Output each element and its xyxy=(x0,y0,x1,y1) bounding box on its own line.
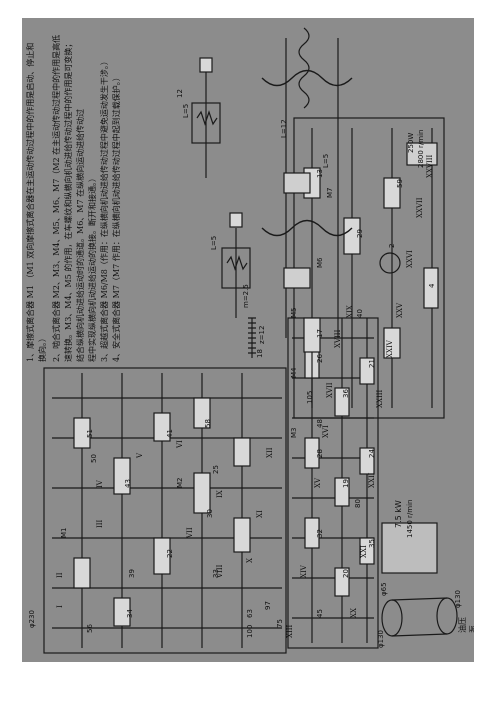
motor-box xyxy=(381,522,438,574)
shaft-roman-label: XVII xyxy=(326,382,334,398)
tooth-count-label: 28 xyxy=(316,449,324,458)
tooth-count-label: 50 xyxy=(90,454,98,463)
tooth-count-label: 25 xyxy=(212,465,220,474)
shaft-roman-label: XXVI xyxy=(406,250,414,268)
tooth-count-label: 24 xyxy=(368,449,376,458)
tooth-count-label: 41 xyxy=(166,429,174,438)
clutch-label: M2 xyxy=(176,478,184,489)
notes-block: 1、摩擦式离合器 M1 （M1 双向摩擦式离合器在主运动传动过程中的作用是启动、… xyxy=(22,18,496,470)
shaft-roman-label: XXI xyxy=(360,545,368,558)
tooth-count-label: 19 xyxy=(342,479,350,488)
note-4: 4、安全式离合器 M7（M7 作用：在纵横向机动进给传动过程中起到过载保护。） xyxy=(112,73,121,362)
shaft-roman-label: XV xyxy=(314,477,322,488)
tooth-count-label: 12 xyxy=(176,89,184,98)
tooth-count-label: 75 xyxy=(276,619,284,628)
shaft-roman-label: XVI xyxy=(322,425,330,438)
tooth-count-label: 2 xyxy=(388,244,396,248)
shaft-roman-label: IV xyxy=(96,479,104,488)
tooth-count-label: 63 xyxy=(246,609,254,618)
tooth-count-label: 43 xyxy=(124,479,132,488)
note-2: 2、啮合式离合器 M2、M3、M4、M5、M6、M7（M2 在主运动传动过程中的… xyxy=(52,34,61,362)
tooth-count-label: 39 xyxy=(128,569,136,578)
tooth-count-label: 45 xyxy=(316,609,324,618)
diagram-page: 56 51 43 50 34 39 22 30 41 58 63 100 75 97 25 33 26 28 32 3… xyxy=(22,18,474,662)
tooth-count-label: 33 xyxy=(212,569,220,578)
clutch-label: M3 xyxy=(290,428,298,439)
shaft-roman-label: XXVIII xyxy=(426,154,434,178)
transmission-diagram: 56 51 43 50 34 39 22 30 41 58 63 100 75 97 25 33 26 28 32 3… xyxy=(43,27,458,654)
tooth-count-label: 34 xyxy=(126,609,134,618)
tooth-count-label: 22 xyxy=(166,549,174,558)
tooth-count-label: 17 xyxy=(316,329,324,338)
shaft-roman-label: XXIV xyxy=(386,339,394,358)
shaft-roman-label: VII xyxy=(186,527,194,539)
clutch-label: M7 xyxy=(326,188,334,199)
shaft-roman-label: XIII xyxy=(286,624,294,638)
shaft-roman-label: III xyxy=(96,519,104,528)
shaft-roman-label: XX xyxy=(350,608,358,618)
tooth-count-label: 105 xyxy=(306,391,314,404)
tooth-count-label: 21 xyxy=(368,359,376,368)
shaft-roman-label: X xyxy=(246,558,254,563)
tooth-count-label: 51 xyxy=(86,429,94,438)
tooth-count-label: 97 xyxy=(264,601,272,610)
tooth-count-label: 48 xyxy=(316,419,324,428)
note-2d: 程中实现纵横向机动进给运动的换接。断开和接通。） xyxy=(88,174,97,362)
clutch-label: M1 xyxy=(60,528,68,539)
note-3: 3、超越式离合器 M6/M8（作用：在纵横向机动进给传动过程中避免运动发生干涉。… xyxy=(100,57,109,362)
shaft-roman-label: XXIII xyxy=(376,390,384,408)
shaft-roman-label: XIV xyxy=(300,564,308,578)
tooth-count-label: 4 xyxy=(428,283,436,288)
tooth-count-label: 30 xyxy=(206,509,214,518)
note-1: 1、摩擦式离合器 M1 （M1 双向摩擦式离合器在主运动传动过程中的作用是启动、… xyxy=(26,42,35,362)
tooth-count-label: 40 xyxy=(356,309,364,318)
tooth-count-label: 32 xyxy=(316,529,324,538)
shaft-roman-label: V xyxy=(136,452,144,459)
tooth-count-label: 59 xyxy=(396,179,404,188)
tooth-count-label: 20 xyxy=(342,569,350,578)
tooth-count-label: 36 xyxy=(342,389,350,398)
shaft-roman-label: XI xyxy=(256,510,264,518)
shaft-roman-label: XII xyxy=(266,447,274,458)
note-1b: 换向。） xyxy=(38,334,47,362)
shaft-roman-label: XVIII xyxy=(334,329,342,348)
tooth-count-label: 13 xyxy=(316,169,324,178)
shaft-roman-label: VI xyxy=(176,440,184,449)
clutch-label: M6 xyxy=(316,257,324,268)
shaft-roman-label: II xyxy=(56,572,64,578)
shaft-roman-label: XXV xyxy=(396,302,404,318)
tooth-count-label: 29 xyxy=(356,229,364,238)
tooth-count-label: 56 xyxy=(86,624,94,633)
shaft-roman-label: IX xyxy=(216,490,224,498)
shaft-roman-label: VIII xyxy=(216,564,224,579)
tooth-count-label: 100 xyxy=(246,625,254,638)
tooth-count-label: 26 xyxy=(316,354,324,363)
shaft-roman-label: XXII xyxy=(368,472,376,488)
feed-box-frame xyxy=(287,317,379,649)
tooth-count-label: 35 xyxy=(368,539,376,548)
note-2c: 结合纵横向机动进给运动时的通道。M6、M7 在纵横向运动进给传动过 xyxy=(76,108,85,362)
tooth-count-label: 80 xyxy=(354,499,362,508)
clutch-label: M5 xyxy=(290,308,298,319)
tooth-count-label: 18 xyxy=(256,349,264,358)
clutch-label: M4 xyxy=(290,367,298,378)
headstock-frame xyxy=(43,367,287,654)
note-2b: 速转换。M3、M4、M5 的作用，在车螺纹和纵横向机动进给传动过程中的作用是可变… xyxy=(64,39,73,362)
tooth-count-label: 58 xyxy=(204,419,212,428)
shaft-roman-label: XXVII xyxy=(416,197,424,218)
shaft-roman-label: I xyxy=(56,605,64,608)
shaft-roman-label: XIX xyxy=(346,305,354,318)
